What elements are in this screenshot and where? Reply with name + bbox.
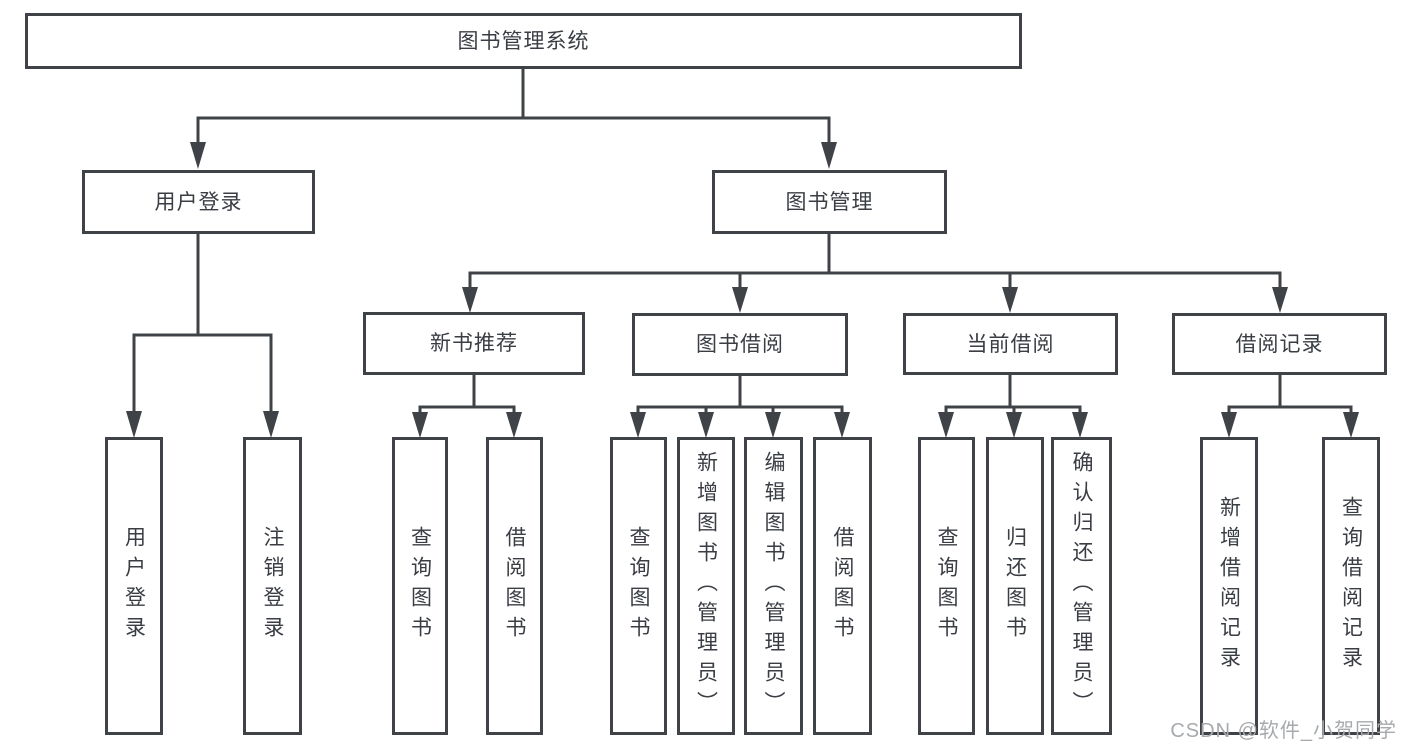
node-user-login: 用户登录	[82, 170, 315, 234]
leaf-user-login: 用户登录	[105, 437, 163, 735]
leaf-current-return-book: 归还图书	[986, 437, 1044, 735]
leaf-borrowing-add-book-admin: 新增图书（管理员）	[677, 437, 735, 735]
leaf-logout: 注销登录	[243, 437, 302, 735]
leaf-records-add-borrow-record: 新增借阅记录	[1200, 437, 1258, 735]
leaf-records-query-borrow-record: 查询借阅记录	[1322, 437, 1380, 735]
leaf-borrowing-edit-book-admin: 编辑图书（管理员）	[744, 437, 803, 735]
node-book-management: 图书管理	[712, 170, 947, 234]
node-new-book-recommendation: 新书推荐	[363, 312, 585, 375]
node-borrowing-records: 借阅记录	[1172, 313, 1387, 375]
node-book-borrowing: 图书借阅	[632, 313, 848, 376]
leaf-borrowing-query-book: 查询图书	[610, 437, 667, 735]
leaf-recommend-borrow-book: 借阅图书	[486, 437, 543, 735]
csdn-watermark: CSDN @软件_小贺同学	[1170, 720, 1397, 742]
leaf-current-query-book: 查询图书	[918, 437, 975, 735]
leaf-recommend-query-book: 查询图书	[392, 437, 448, 735]
leaf-borrowing-borrow-book: 借阅图书	[813, 437, 872, 735]
node-library-management-system: 图书管理系统	[25, 13, 1022, 69]
leaf-current-confirm-return-admin: 确认归还（管理员）	[1051, 437, 1112, 735]
node-current-borrowing: 当前借阅	[903, 313, 1118, 375]
